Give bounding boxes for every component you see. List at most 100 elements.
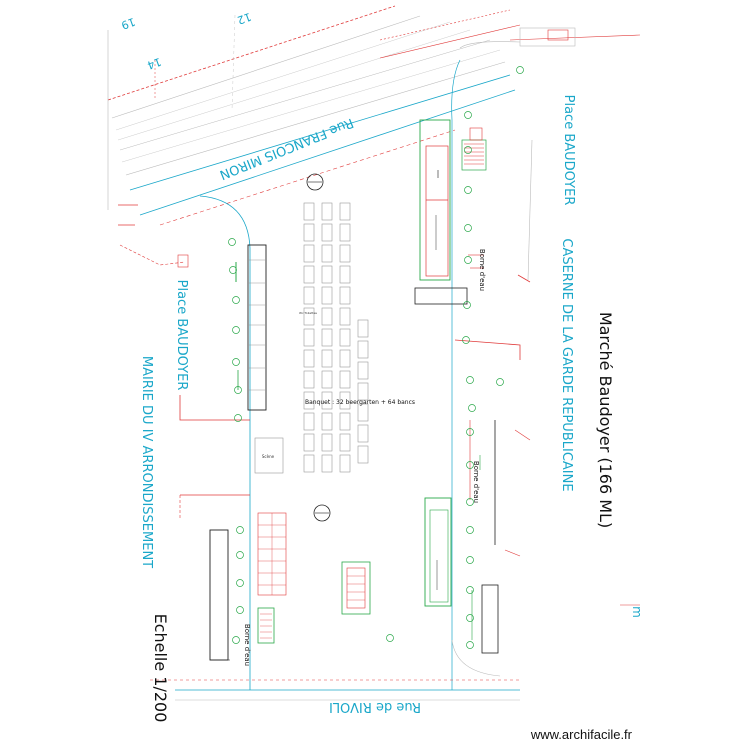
banquet-table bbox=[321, 391, 333, 410]
street-place-baudoyer-left: Place BAUDOYER bbox=[174, 280, 189, 391]
borne-eau-mid-right: Borne d'eau bbox=[472, 461, 480, 503]
banquet-table bbox=[339, 223, 351, 242]
banquet-table bbox=[303, 202, 315, 221]
banquet-table bbox=[303, 328, 315, 347]
tree-mark bbox=[234, 414, 242, 422]
tree-mark bbox=[234, 386, 242, 394]
borne-eau-bottom-left: Borne d'eau bbox=[243, 624, 251, 666]
tree-mark bbox=[466, 586, 474, 594]
credit-link[interactable]: www.archifacile.fr bbox=[530, 727, 632, 742]
street-mairie: MAIRIE DU IV ARRONDISSEMENT bbox=[139, 356, 154, 568]
banquet-table bbox=[303, 391, 315, 410]
stall-top-right bbox=[414, 119, 487, 305]
tree-mark bbox=[464, 256, 472, 264]
banquet-table bbox=[339, 202, 351, 221]
tree-mark bbox=[462, 336, 470, 344]
tree-mark bbox=[464, 186, 472, 194]
borne-eau-top-right: Borne d'eau bbox=[478, 249, 486, 291]
tree-mark bbox=[232, 636, 240, 644]
banquet-table bbox=[321, 202, 333, 221]
tree-mark bbox=[466, 614, 474, 622]
banquet-table bbox=[321, 370, 333, 389]
tree-mark bbox=[466, 641, 474, 649]
banquet-table bbox=[339, 454, 351, 473]
tree-mark bbox=[464, 224, 472, 232]
house-number-14: 14 bbox=[145, 55, 163, 72]
banquet-table bbox=[357, 319, 369, 338]
banquet-table bbox=[303, 286, 315, 305]
small-label: Wc Toilettes bbox=[299, 311, 317, 315]
banquet-table bbox=[339, 307, 351, 326]
street-place-baudoyer-right: Place BAUDOYER bbox=[561, 95, 576, 206]
banquet-table bbox=[303, 433, 315, 452]
tree-mark bbox=[466, 376, 474, 384]
banquet-table bbox=[303, 244, 315, 263]
banquet-table bbox=[357, 382, 369, 401]
site-outline bbox=[150, 41, 640, 701]
banquet-table bbox=[321, 412, 333, 431]
banquet-table bbox=[321, 328, 333, 347]
tree-mark bbox=[464, 111, 472, 119]
banquet-table bbox=[357, 361, 369, 380]
street-rue-francois-miron: Rue FRANCOIS MIRON bbox=[217, 115, 355, 182]
tree-mark bbox=[466, 461, 474, 469]
banquet-table bbox=[339, 286, 351, 305]
banquet-table bbox=[321, 433, 333, 452]
street-caserne: CASERNE DE LA GARDE REPUBLICAINE bbox=[559, 238, 574, 491]
tree-mark bbox=[464, 146, 472, 154]
banquet-table bbox=[339, 265, 351, 284]
banquet-table bbox=[321, 307, 333, 326]
banquet-label: Banquet : 32 beergarten + 64 bancs bbox=[305, 399, 415, 406]
tree-mark bbox=[232, 296, 240, 304]
banquet-table bbox=[321, 223, 333, 242]
banquet-table bbox=[321, 244, 333, 263]
tree-mark bbox=[468, 404, 476, 412]
circle-markers bbox=[306, 173, 331, 522]
house-number-12: 12 bbox=[235, 10, 253, 27]
marker-m: m bbox=[630, 606, 644, 618]
stall-left-column bbox=[209, 244, 371, 661]
tree-mark bbox=[496, 378, 504, 386]
scale-label: Echelle 1/200 bbox=[151, 614, 170, 723]
scene-label: Scène bbox=[262, 454, 275, 459]
tree-mark bbox=[232, 358, 240, 366]
banquet-table bbox=[321, 286, 333, 305]
tree-mark bbox=[466, 498, 474, 506]
banquet-table bbox=[303, 412, 315, 431]
banquet-table bbox=[339, 244, 351, 263]
trees bbox=[228, 66, 524, 649]
banquet-table bbox=[321, 454, 333, 473]
banquet-table bbox=[303, 223, 315, 242]
banquet-table bbox=[321, 265, 333, 284]
banquet-table bbox=[303, 307, 315, 326]
banquet-table bbox=[303, 370, 315, 389]
house-number-19: 19 bbox=[119, 15, 137, 32]
tree-mark bbox=[232, 326, 240, 334]
banquet-table bbox=[303, 349, 315, 368]
banquet-table bbox=[303, 265, 315, 284]
rue-francois-miron-band bbox=[107, 5, 641, 268]
plan-title: Marché Baudoyer (166 ML) bbox=[596, 312, 615, 528]
tree-mark bbox=[386, 634, 394, 642]
banquet-table bbox=[339, 370, 351, 389]
banquet-table bbox=[339, 391, 351, 410]
banquet-table bbox=[357, 340, 369, 359]
tree-mark bbox=[228, 238, 236, 246]
tree-mark bbox=[236, 579, 244, 587]
banquet-table bbox=[303, 454, 315, 473]
tree-mark bbox=[236, 526, 244, 534]
banquet-table bbox=[321, 349, 333, 368]
tree-mark bbox=[466, 428, 474, 436]
tree-mark bbox=[516, 66, 524, 74]
banquet-table bbox=[339, 412, 351, 431]
tree-mark bbox=[236, 551, 244, 559]
tree-mark bbox=[463, 301, 471, 309]
banquet-table bbox=[357, 403, 369, 422]
banquet-table bbox=[357, 424, 369, 443]
tree-mark bbox=[466, 526, 474, 534]
banquet-table bbox=[357, 445, 369, 464]
banquet-table bbox=[339, 349, 351, 368]
tree-mark bbox=[466, 556, 474, 564]
stall-right-lower bbox=[424, 254, 499, 654]
